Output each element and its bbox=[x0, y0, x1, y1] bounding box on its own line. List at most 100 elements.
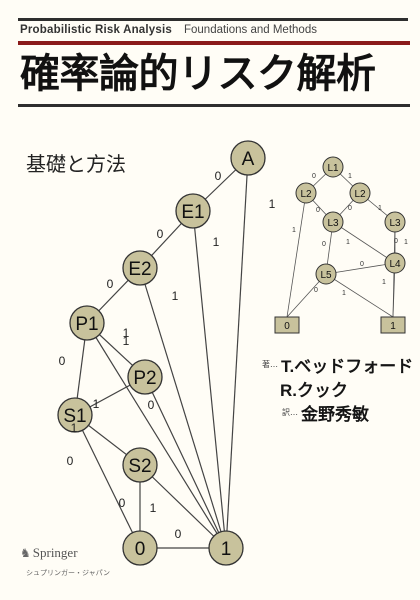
edge-label: 1 bbox=[382, 279, 386, 286]
edge-label: 1 bbox=[342, 290, 346, 297]
diagram-node: L2 bbox=[295, 182, 317, 204]
author-row-1: 著…T.ベッドフォード bbox=[262, 357, 414, 376]
edge-label: 0 bbox=[107, 277, 114, 291]
edge-label: 0 bbox=[394, 238, 398, 245]
diagram-node-circle bbox=[57, 397, 93, 433]
diagram-edge bbox=[192, 210, 227, 549]
diagram-edge bbox=[325, 273, 394, 318]
accent-rule bbox=[18, 41, 410, 45]
diagram-node-circle bbox=[349, 182, 371, 204]
diagram-node-label: 0 bbox=[284, 321, 290, 332]
diagram-node-circle bbox=[122, 447, 158, 483]
book-subtitle: 基礎と方法 bbox=[26, 152, 126, 176]
diagram-node-circle bbox=[322, 211, 344, 233]
diagram-node-label: P1 bbox=[75, 314, 98, 335]
edge-label: 0 bbox=[360, 261, 364, 268]
diagram-node-label: A bbox=[242, 149, 255, 170]
diagram-node: E2 bbox=[122, 250, 158, 286]
diagram-node: L5 bbox=[315, 263, 337, 285]
series-title: Probabilistic Risk Analysis Foundations a… bbox=[20, 24, 410, 36]
edge-label: 0 bbox=[175, 527, 182, 541]
translator-role: 訳 bbox=[282, 408, 290, 417]
edge-label: 0 bbox=[215, 169, 222, 183]
diagram-node: A bbox=[230, 140, 266, 176]
diagram-edge bbox=[144, 376, 227, 549]
diagram-edge bbox=[86, 322, 227, 549]
edge-label: 1 bbox=[172, 289, 179, 303]
diagram-node-label: L4 bbox=[389, 259, 401, 270]
diagram-node: S1 bbox=[57, 397, 93, 433]
diagram-node: L4 bbox=[384, 252, 406, 274]
edge-label: 1 bbox=[269, 197, 276, 211]
publisher-subtitle: シュプリンガー・ジャパン bbox=[26, 569, 110, 577]
diagram-node-label: S2 bbox=[128, 456, 151, 477]
diagram-node: L3 bbox=[322, 211, 344, 233]
edge-label: 0 bbox=[59, 354, 66, 368]
diagram-node-circle bbox=[322, 156, 344, 178]
diagram-node-label: 1 bbox=[390, 321, 396, 332]
terminal-box bbox=[380, 316, 406, 334]
diagram-node: 0 bbox=[122, 530, 158, 566]
diagram-node-circle bbox=[384, 252, 406, 274]
diagram-node: P2 bbox=[127, 359, 163, 395]
terminal-box bbox=[274, 316, 300, 334]
translator-name: 金野秀敏 bbox=[301, 405, 369, 424]
diagram-node: 1 bbox=[208, 530, 244, 566]
diagram-edge bbox=[332, 221, 396, 264]
diagram-node-label: E1 bbox=[181, 202, 204, 223]
edge-label: 1 bbox=[348, 173, 352, 180]
edge-label: 1 bbox=[123, 334, 130, 348]
diagram-node-label: L3 bbox=[327, 218, 339, 229]
diagram-node-circle bbox=[208, 530, 244, 566]
series-title-primary: Probabilistic Risk Analysis bbox=[20, 24, 172, 36]
edge-label: 1 bbox=[346, 239, 350, 246]
diagram-node-circle bbox=[122, 250, 158, 286]
diagram-node-circle bbox=[69, 305, 105, 341]
edge-label: 1 bbox=[71, 421, 78, 435]
springer-knight-icon: ♞ bbox=[20, 546, 31, 560]
diagram-node-label: P2 bbox=[133, 368, 156, 389]
series-title-secondary: Foundations and Methods bbox=[183, 24, 317, 36]
diagram-node-label: L5 bbox=[320, 270, 332, 281]
publisher-logo: ♞Springer bbox=[20, 545, 78, 561]
diagram-edge bbox=[286, 192, 307, 318]
edge-label: 0 bbox=[314, 287, 318, 294]
edge-label: 0 bbox=[67, 454, 74, 468]
top-rule bbox=[18, 18, 408, 21]
diagram-node-label: E2 bbox=[128, 259, 151, 280]
edge-label: 0 bbox=[316, 207, 320, 214]
book-title: 確率論的リスク解析 bbox=[20, 51, 376, 97]
title-rule bbox=[18, 104, 410, 107]
edge-label: 1 bbox=[378, 205, 382, 212]
diagram-node-circle bbox=[295, 182, 317, 204]
edge-label: 1 bbox=[292, 227, 296, 234]
publisher-name: Springer bbox=[32, 545, 78, 560]
author-name: T.ベッドフォード bbox=[281, 357, 414, 376]
diagram-node-circle bbox=[384, 211, 406, 233]
diagram-node: S2 bbox=[122, 447, 158, 483]
diagram-node-label: L2 bbox=[354, 189, 366, 200]
diagram-node-circle bbox=[122, 530, 158, 566]
edge-label: 1 bbox=[404, 239, 408, 246]
edge-label: 0 bbox=[322, 241, 326, 248]
diagram-node-circle bbox=[175, 193, 211, 229]
edge-label: 0 bbox=[148, 398, 155, 412]
edge-label: 0 bbox=[157, 227, 164, 241]
diagram-node: L1 bbox=[322, 156, 344, 178]
diagram-node-circle bbox=[230, 140, 266, 176]
diagram-edge bbox=[225, 157, 249, 549]
large-diagram-edges bbox=[74, 157, 249, 549]
diagram-edge bbox=[325, 262, 396, 275]
edge-label: 0 bbox=[119, 496, 126, 510]
diagram-node: 1 bbox=[380, 316, 406, 334]
edge-label: 1 bbox=[123, 326, 130, 340]
author-role: 著 bbox=[262, 360, 270, 369]
diagram-edge bbox=[139, 267, 227, 549]
author-name: R.クック bbox=[280, 381, 348, 400]
edge-label: 0 bbox=[348, 205, 352, 212]
diagram-node-label: L3 bbox=[389, 218, 401, 229]
